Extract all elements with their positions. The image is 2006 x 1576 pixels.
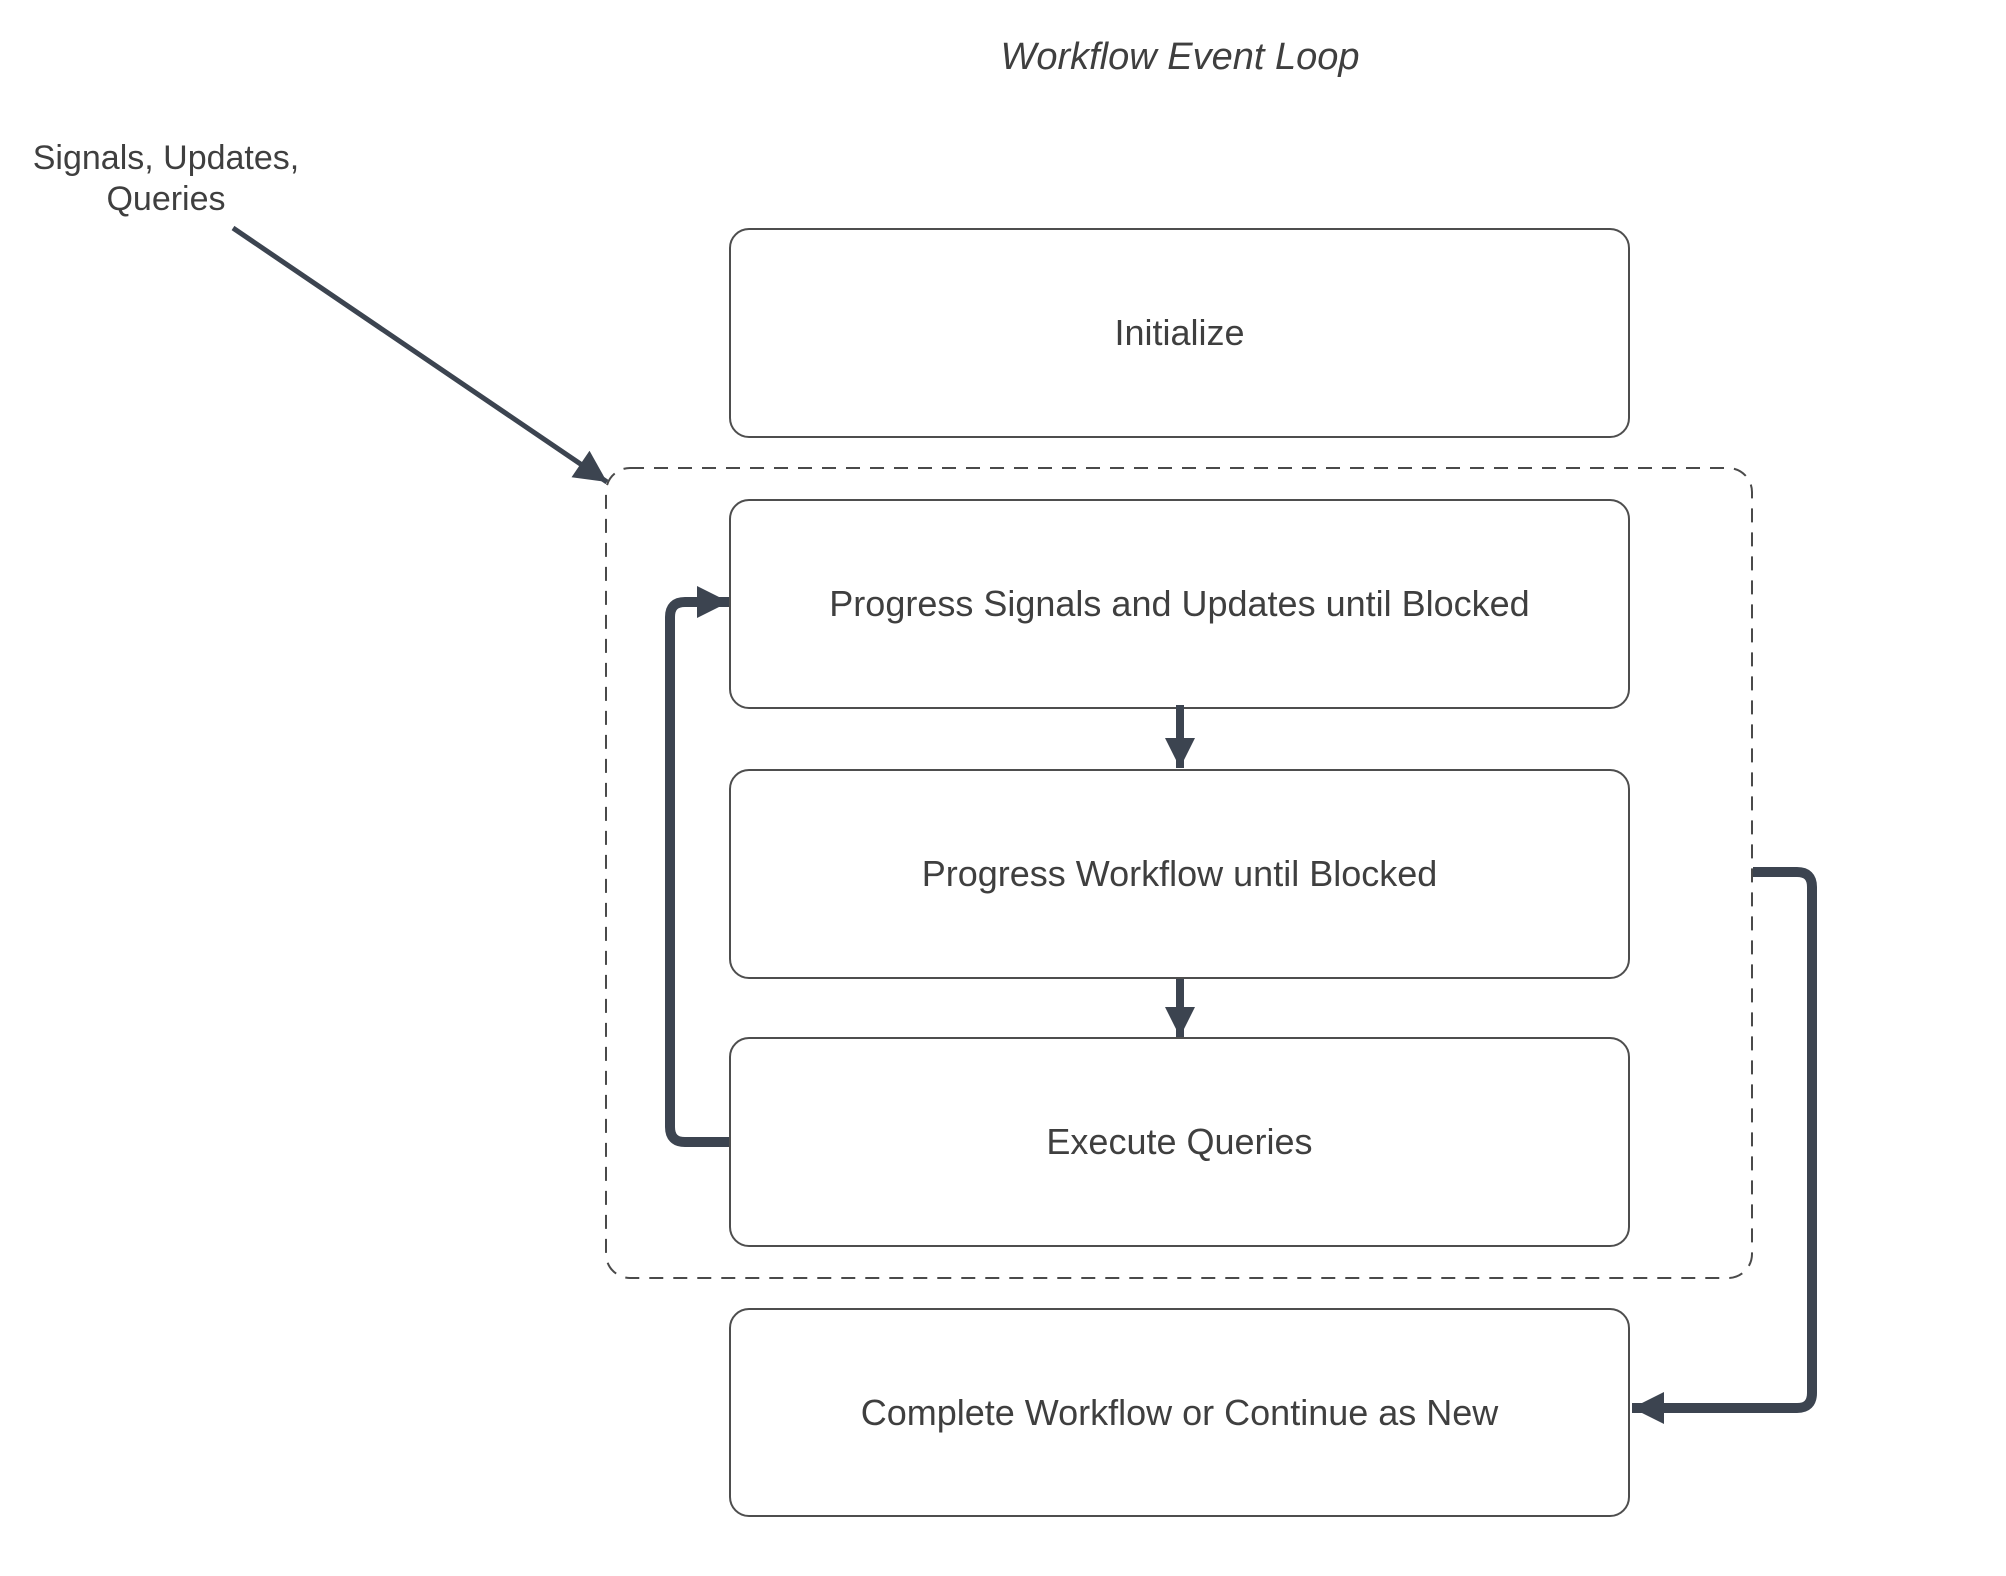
node-initialize-label: Initialize xyxy=(1114,312,1245,353)
node-execute-queries: Execute Queries xyxy=(729,1037,1630,1247)
node-progress-workflow-label: Progress Workflow until Blocked xyxy=(921,853,1438,894)
node-initialize: Initialize xyxy=(729,228,1630,438)
signals-updates-queries-label: Signals, Updates, Queries xyxy=(20,138,312,220)
node-execute-queries-label: Execute Queries xyxy=(1046,1121,1313,1162)
diagram-title: Workflow Event Loop xyxy=(1000,36,1360,78)
signals-updates-queries-label-line2: Queries xyxy=(106,179,226,218)
loop-back-connector xyxy=(665,586,729,1147)
node-complete-workflow: Complete Workflow or Continue as New xyxy=(729,1308,1630,1517)
node-complete-workflow-label: Complete Workflow or Continue as New xyxy=(860,1391,1499,1433)
signals-updates-queries-label-line1: Signals, Updates, xyxy=(32,139,300,177)
node-progress-workflow: Progress Workflow until Blocked xyxy=(729,769,1630,979)
node-progress-signals-updates-label: Progress Signals and Updates until Block… xyxy=(829,583,1530,624)
signals-input-arrow xyxy=(231,225,609,485)
continue-as-new-connector xyxy=(1632,867,1817,1424)
node-progress-signals-updates: Progress Signals and Updates until Block… xyxy=(729,499,1630,709)
